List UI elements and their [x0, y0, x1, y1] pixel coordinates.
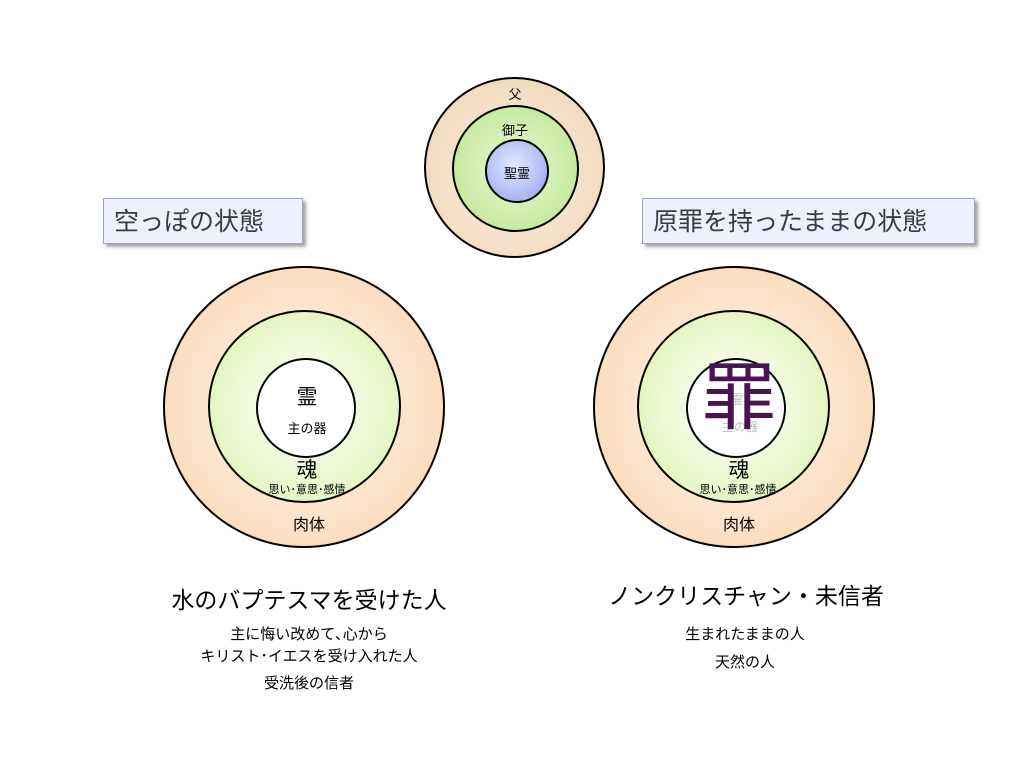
left-soul-label: 魂: [296, 458, 318, 482]
right-soul-circle: [637, 310, 830, 503]
right-desc-line-2: 天然の人: [714, 653, 776, 671]
left-desc-line-2: キリスト･イエスを受け入れた人: [200, 647, 418, 665]
father-label: 父: [508, 88, 522, 103]
right-body-label: 肉体: [722, 515, 756, 534]
original-sin-state-box: 原罪を持ったままの状態: [642, 198, 975, 244]
right-spirit-circle: [686, 358, 786, 458]
left-desc-line-1: 主に悔い改めて､心から: [230, 625, 388, 643]
left-body-label: 肉体: [292, 515, 326, 534]
right-title: ノンクリスチャン・未信者: [608, 584, 884, 610]
holy-spirit-circle: [485, 139, 549, 203]
left-soul-desc: 思い･意思･感情: [268, 483, 346, 496]
left-vessel-label: 主の器: [287, 422, 327, 437]
right-desc-line-1: 生まれたままの人: [685, 625, 805, 643]
holy-spirit-label: 聖霊: [503, 167, 531, 182]
right-soul-label: 魂: [728, 458, 750, 482]
sin-character: 罪: [702, 355, 776, 441]
right-faded-spirit-label: 霊: [730, 393, 744, 408]
left-spirit-circle: [256, 358, 356, 458]
left-title: 水のバプテスマを受けた人: [171, 588, 447, 614]
right-soul-desc: 思い･意思･感情: [699, 483, 777, 496]
right-faded-vessel-label: 主の器: [721, 420, 759, 434]
left-desc-line-3: 受洗後の信者: [263, 674, 355, 692]
left-spirit-label: 霊: [296, 385, 318, 409]
empty-state-box: 空っぽの状態: [103, 198, 303, 244]
son-label: 御子: [501, 124, 529, 139]
